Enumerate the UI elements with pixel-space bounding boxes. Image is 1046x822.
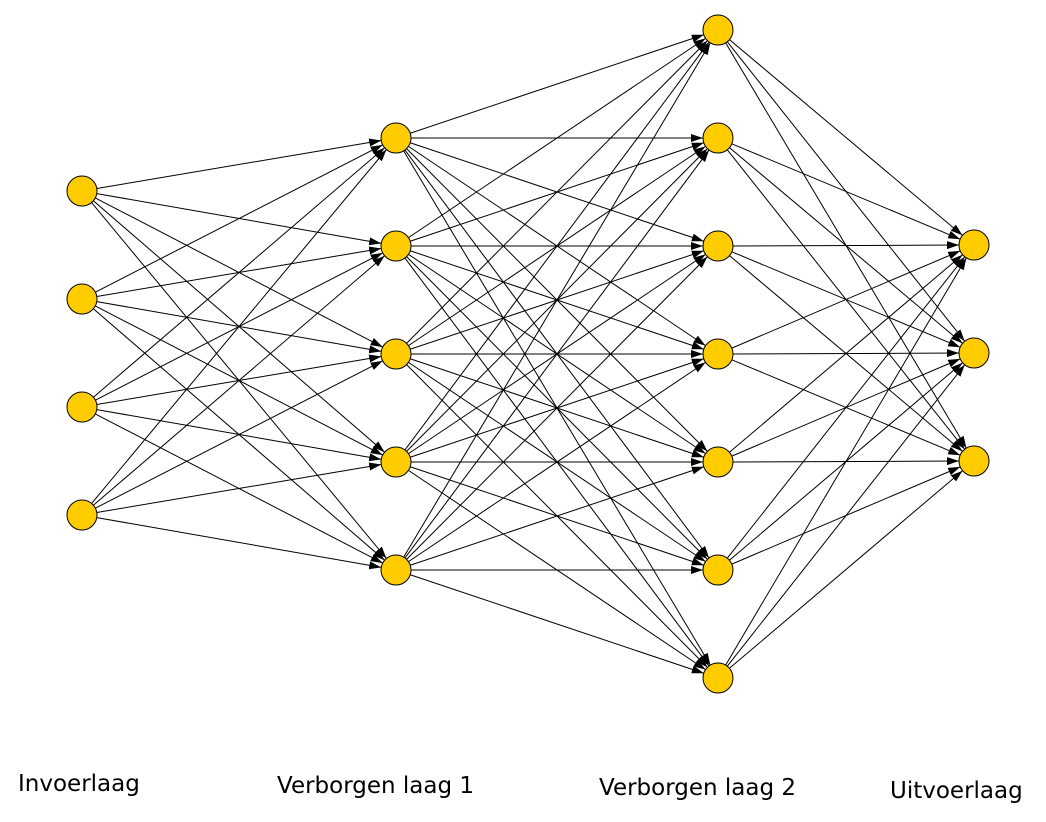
connection-arrow-l1-1-to-1 [96,138,382,189]
connection-arrow-l2-4-to-1 [404,41,710,451]
connection-arrow-l2-2-to-1 [408,37,706,239]
connection-arrow-l3-4-to-1 [731,250,961,349]
connection-arrow-l1-2-to-1 [95,144,383,293]
connection-arrow-l2-1-to-1 [410,34,704,134]
connection-arrow-l3-7-to-2 [726,364,966,667]
neuron-hidden-2-1 [702,14,734,46]
neurons [66,14,990,694]
neuron-output-2 [958,337,990,369]
connection-arrow-l1-4-to-3 [95,360,383,509]
neuron-hidden-1-4 [380,446,412,478]
connection-arrow-l1-4-to-4 [96,462,382,513]
connection-arrow-l3-7-to-3 [729,470,963,669]
layer-label-input: Invoerlaag [18,771,140,797]
connection-arrow-l2-5-to-1 [403,42,711,558]
neuron-input-1 [66,175,98,207]
connection-arrow-l2-5-to-5 [410,466,704,566]
connection-arrow-l3-3-to-1 [732,241,960,250]
neuron-hidden-2-3 [702,230,734,262]
neuron-hidden-2-6 [702,554,734,586]
connection-arrow-l3-7-to-1 [725,257,967,666]
connection-arrow-l3-5-to-1 [729,254,963,453]
neuron-output-3 [958,445,990,477]
connection-arrow-l3-1-to-1 [729,39,963,236]
connection-arrow-l1-3-to-1 [93,147,385,398]
layer-label-output: Uitvoerlaag [890,778,1023,804]
neuron-input-3 [66,391,98,423]
connection-arrow-l1-4-to-1 [91,149,387,504]
layer-label-hidden-2: Verborgen laag 2 [599,775,797,801]
connections [91,34,967,674]
connection-arrow-l2-5-to-7 [410,574,704,674]
connection-arrow-l2-3-to-1 [406,40,708,344]
connection-arrow-l1-4-to-2 [93,255,385,506]
connection-arrow-l3-6-to-1 [726,256,966,559]
neuron-output-1 [958,229,990,261]
connection-arrow-l3-2-to-1 [731,143,961,240]
connection-arrow-l2-5-to-4 [408,361,706,563]
neuron-hidden-1-3 [380,338,412,370]
neuron-input-4 [66,499,98,531]
neuron-hidden-2-7 [702,662,734,694]
neuron-hidden-1-5 [380,554,412,586]
connection-arrow-l2-5-to-2 [404,149,710,559]
neuron-hidden-2-2 [702,122,734,154]
neuron-hidden-2-5 [702,446,734,478]
layer-label-hidden-1: Verborgen laag 1 [277,773,475,799]
connection-arrow-l2-5-to-3 [406,256,708,560]
neuron-input-2 [66,283,98,315]
neuron-hidden-1-2 [380,230,412,262]
connection-arrow-l1-4-to-5 [96,517,382,570]
neuron-hidden-2-4 [702,338,734,370]
neuron-hidden-1-1 [380,122,412,154]
